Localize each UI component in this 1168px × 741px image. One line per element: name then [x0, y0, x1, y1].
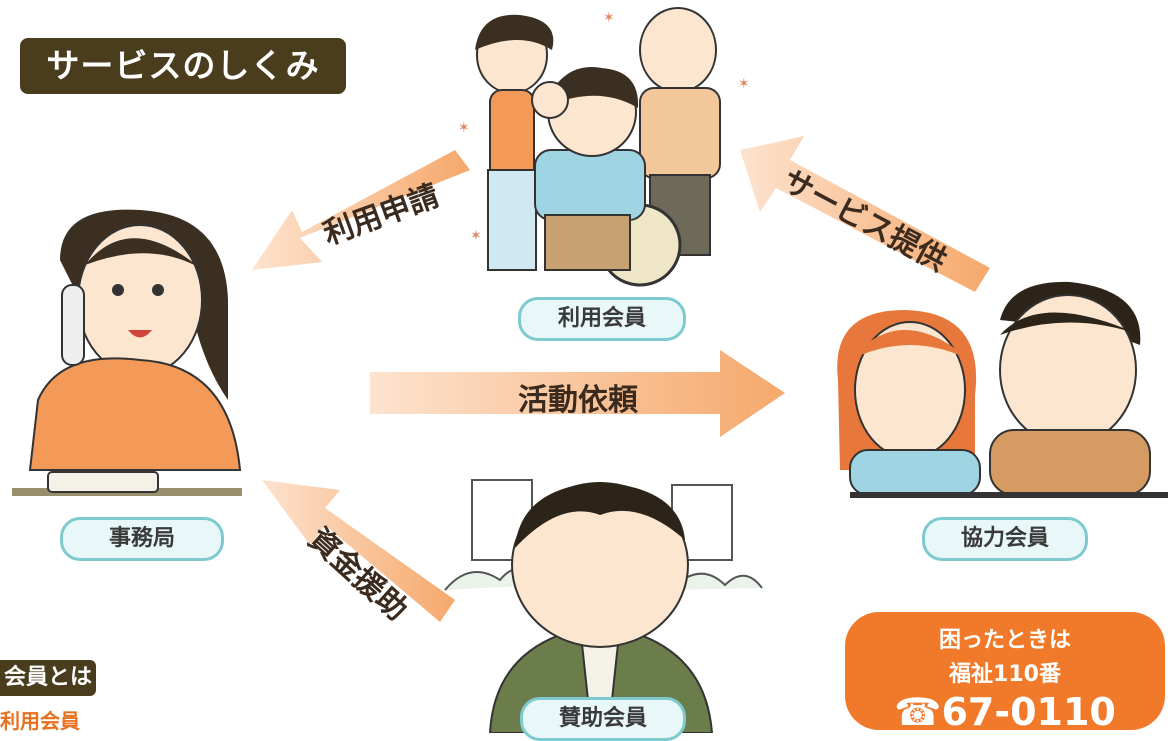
- help-line-1: 困ったときは: [938, 628, 1071, 653]
- help-callout: 困ったときは 福祉110番 ☎67-0110: [845, 612, 1165, 734]
- node-supporting-member: 賛助会員: [520, 697, 686, 741]
- office-staff-illustration: [12, 209, 242, 496]
- svg-text:✶: ✶: [738, 76, 750, 92]
- flow-label-activity-request: 活動依頼: [518, 383, 638, 418]
- page-title: サービスのしくみ: [20, 38, 346, 94]
- side-text: 利用会員: [0, 709, 80, 733]
- svg-text:✶: ✶: [603, 10, 615, 26]
- arrow-use-request: [252, 150, 470, 270]
- svg-text:✶: ✶: [470, 228, 482, 244]
- arrow-funding-support: [262, 480, 455, 622]
- arrow-service-provision: [740, 136, 990, 292]
- sparkle-icons: ✶ ✶ ✶ ✶: [458, 10, 750, 244]
- help-line-2: 福祉110番: [949, 662, 1061, 687]
- supporting-businessman-illustration: [444, 479, 763, 733]
- cooperating-couple-illustration: [837, 281, 1168, 498]
- user-family-illustration: [475, 7, 721, 287]
- help-phone: ☎67-0110: [894, 690, 1116, 734]
- node-cooperating-member: 協力会員: [922, 517, 1088, 561]
- side-tag: 会員とは: [0, 660, 96, 696]
- arrow-activity-request: [370, 350, 785, 437]
- node-office: 事務局: [60, 517, 224, 561]
- node-user-member: 利用会員: [518, 297, 686, 341]
- svg-text:✶: ✶: [458, 120, 470, 136]
